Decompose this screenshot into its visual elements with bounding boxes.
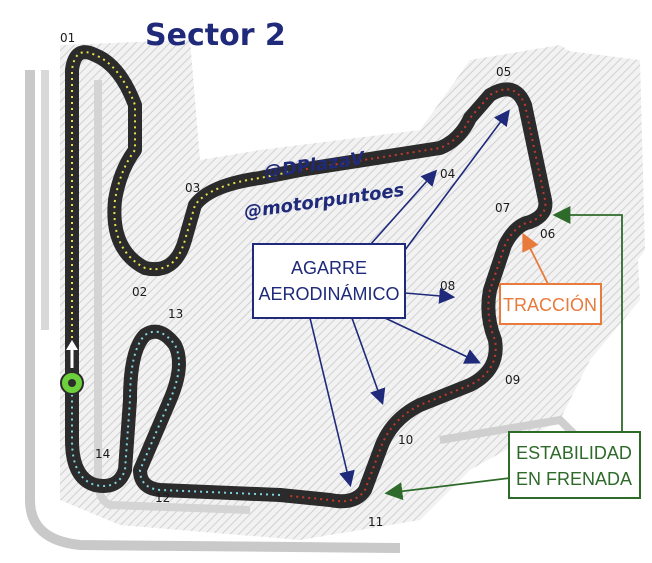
aero-arrow-to-08 [404,287,456,304]
turn-label-07: 07 [495,201,510,215]
turn-label-12: 12 [155,491,170,505]
aero-arrow-to-10 [351,317,386,406]
braking-stability-box [508,431,641,499]
turn-label-13: 13 [168,307,183,321]
runoff-area-right [560,50,645,310]
turn-label-04: 04 [440,167,455,181]
aero-grip-box [252,243,406,319]
aero-arrow-to-05 [404,109,510,251]
turn-label-10: 10 [398,433,413,447]
traction-box [499,283,602,325]
braking-label-2: EN FRENADA [516,469,632,489]
turn-label-02: 02 [132,285,147,299]
traction-arrow [522,232,549,285]
aero-arrow-to-04 [369,169,438,246]
braking-stability-callout: ESTABILIDAD EN FRENADA [384,206,641,501]
track-sector-2-line [279,88,547,503]
turn-label-05: 05 [496,65,511,79]
aero-grip-callout: AGARRE AERODINÁMICO [252,109,510,488]
turn-label-09: 09 [505,373,520,387]
traction-callout: TRACCIÓN [499,232,602,325]
turn-label-14: 14 [95,447,110,461]
direction-arrowhead-icon [66,340,78,350]
turn-label-08: 08 [440,279,455,293]
aero-arrow-to-11 [309,317,355,488]
braking-arrow-to-06 [552,206,623,432]
turn-label-06: 06 [540,227,555,241]
braking-arrow-to-11 [384,477,511,501]
traction-label: TRACCIÓN [503,294,597,315]
track-sector-1-line [71,51,301,380]
service-road [25,70,401,553]
aero-arrow-to-09 [384,317,481,364]
track-sector-3-line [71,330,281,496]
start-finish-dot [68,379,76,387]
aero-grip-label-2: AERODINÁMICO [258,284,399,304]
aero-grip-label-1: AGARRE [291,258,367,278]
braking-label-1: ESTABILIDAD [516,443,632,463]
turn-label-11: 11 [368,515,383,529]
turn-label-01: 01 [60,31,75,45]
map-title: Sector 2 [145,18,286,53]
turn-label-03: 03 [185,181,200,195]
